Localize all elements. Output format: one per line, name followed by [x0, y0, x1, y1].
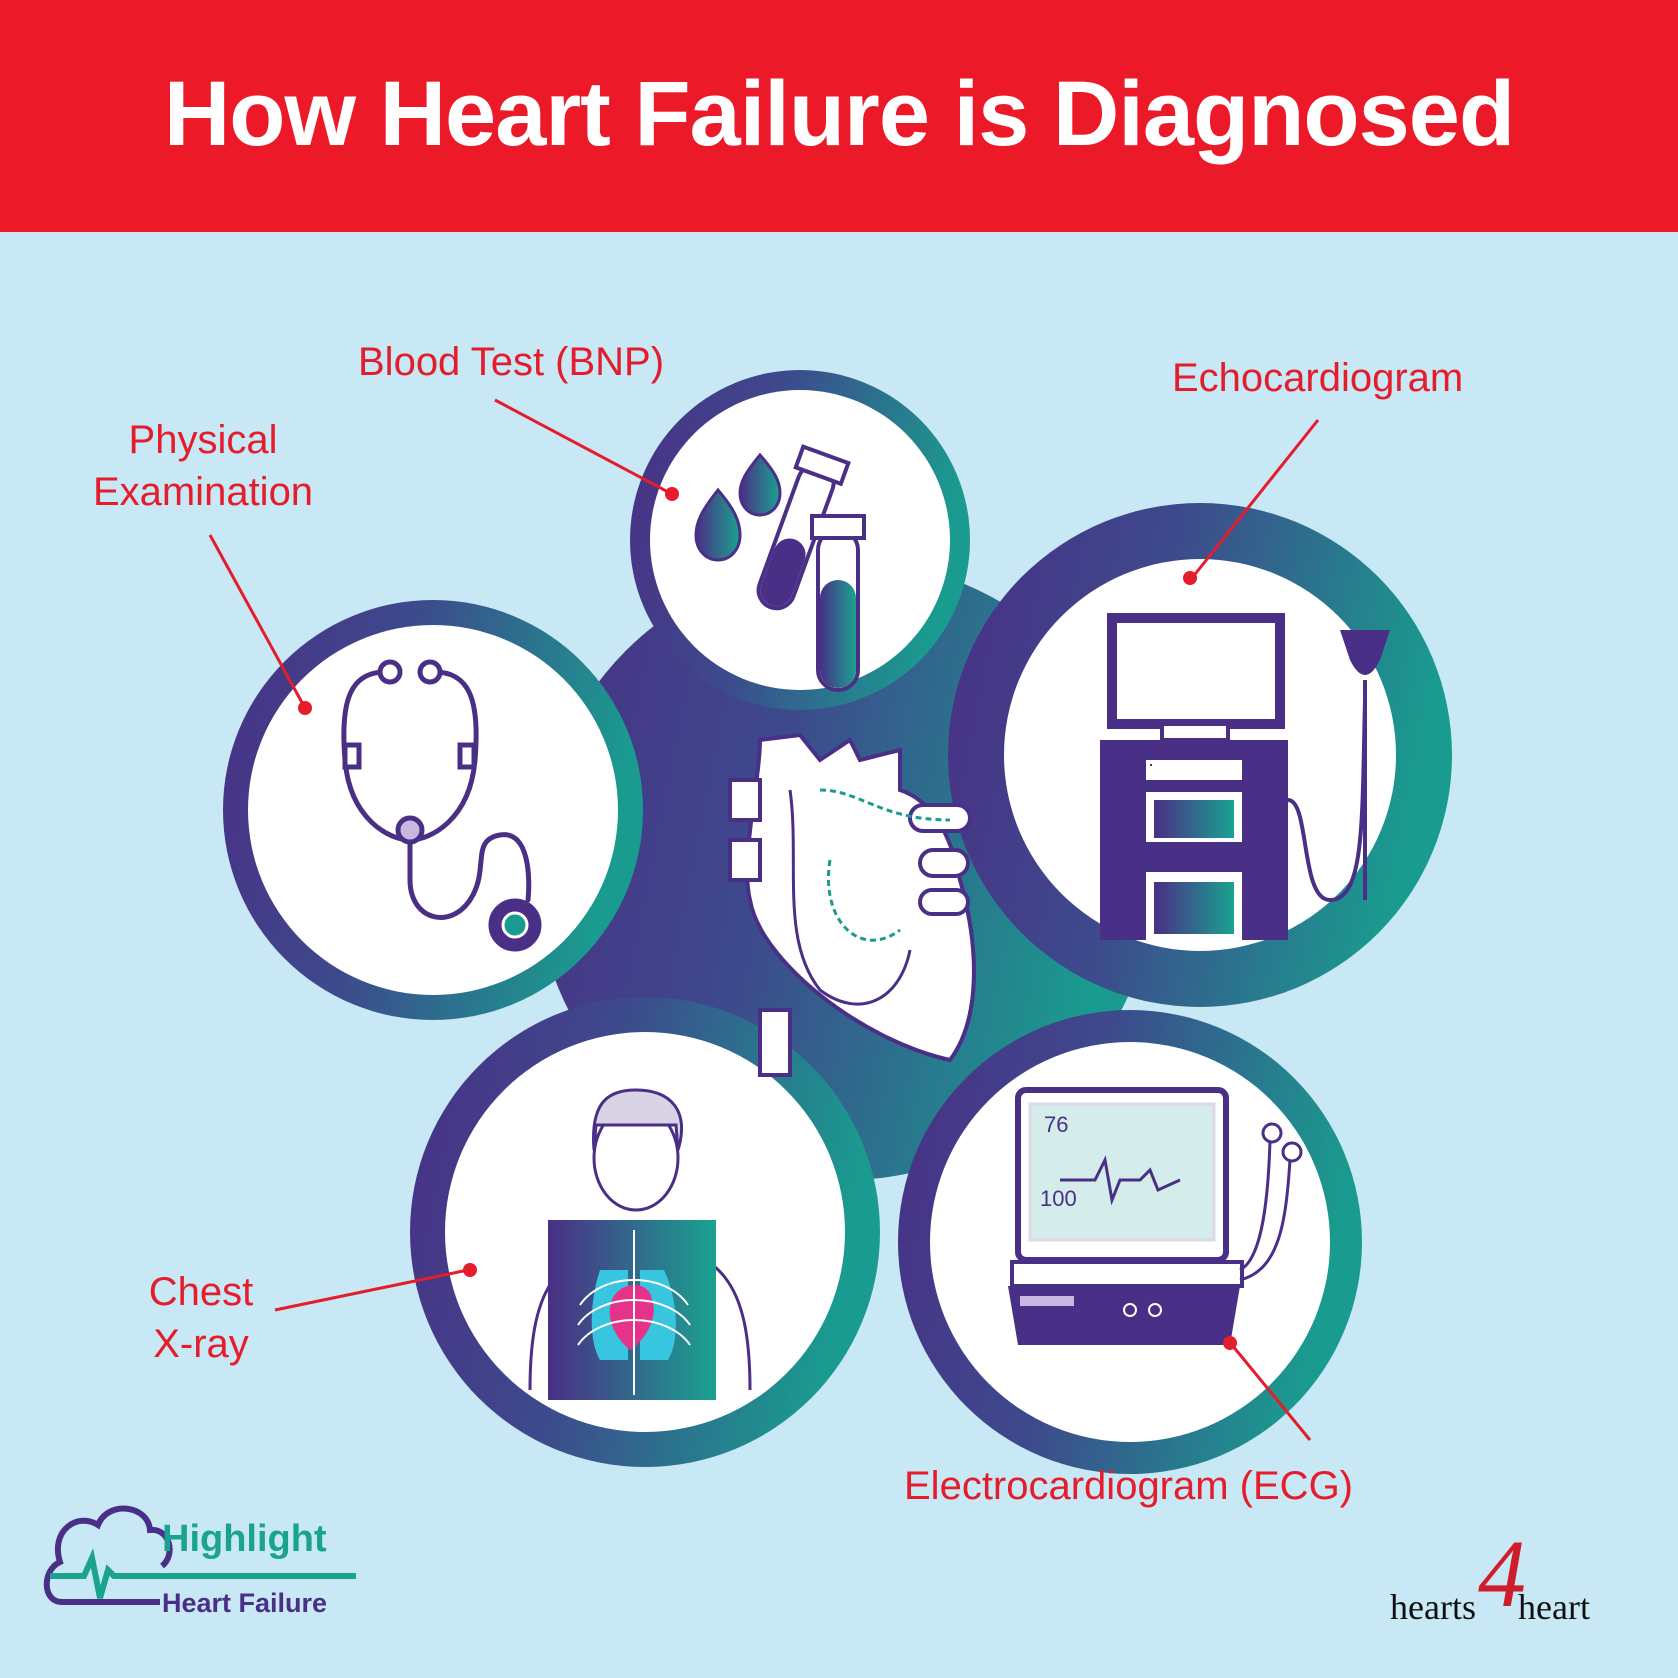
- leader-dots: [298, 487, 1237, 1350]
- stethoscope-icon: [341, 659, 542, 952]
- monitor-spo2: 100: [1040, 1186, 1077, 1211]
- label-physical-line2: Examination: [92, 470, 314, 514]
- hearts4heart-logo: hearts 4 heart: [1390, 1510, 1630, 1640]
- heart-anatomy-icon: [728, 732, 976, 1077]
- label-xray-line2: X-ray: [153, 1322, 249, 1366]
- label-xray-line1: Chest: [148, 1270, 254, 1314]
- logo-right-word2: heart: [1518, 1587, 1590, 1627]
- blood-drops-icon: [694, 452, 782, 562]
- highlight-heart-failure-logo: Highlight Heart Failure: [46, 1510, 386, 1640]
- logo-right-word1: hearts: [1390, 1587, 1476, 1627]
- label-chest-xray: Chest X-ray: [126, 1266, 276, 1370]
- ultrasound-machine-icon: [1100, 613, 1390, 940]
- label-echo: Echocardiogram: [1172, 356, 1464, 400]
- logo-right-numeral: 4: [1478, 1520, 1526, 1627]
- xray-patient-icon: [528, 1088, 752, 1400]
- monitor-heart-rate: 76: [1044, 1112, 1069, 1137]
- leader-lines: [208, 398, 1320, 1441]
- ecg-monitor-icon: [1008, 1087, 1303, 1345]
- label-blood-test: Blood Test (BNP): [358, 340, 665, 384]
- label-physical-line1: Physical: [128, 418, 278, 462]
- logo-left-line2: Heart Failure: [162, 1588, 328, 1618]
- label-ecg: Electrocardiogram (ECG): [904, 1464, 1354, 1508]
- logo-left-line1: Highlight: [162, 1518, 327, 1560]
- test-tubes-icon: [756, 444, 866, 692]
- title-banner: [0, 0, 1678, 232]
- cloud-heartbeat-icon: [43, 1505, 356, 1605]
- label-physical-exam: Physical Examination: [76, 414, 330, 518]
- page-title: How Heart Failure is Diagnosed: [163, 63, 1515, 165]
